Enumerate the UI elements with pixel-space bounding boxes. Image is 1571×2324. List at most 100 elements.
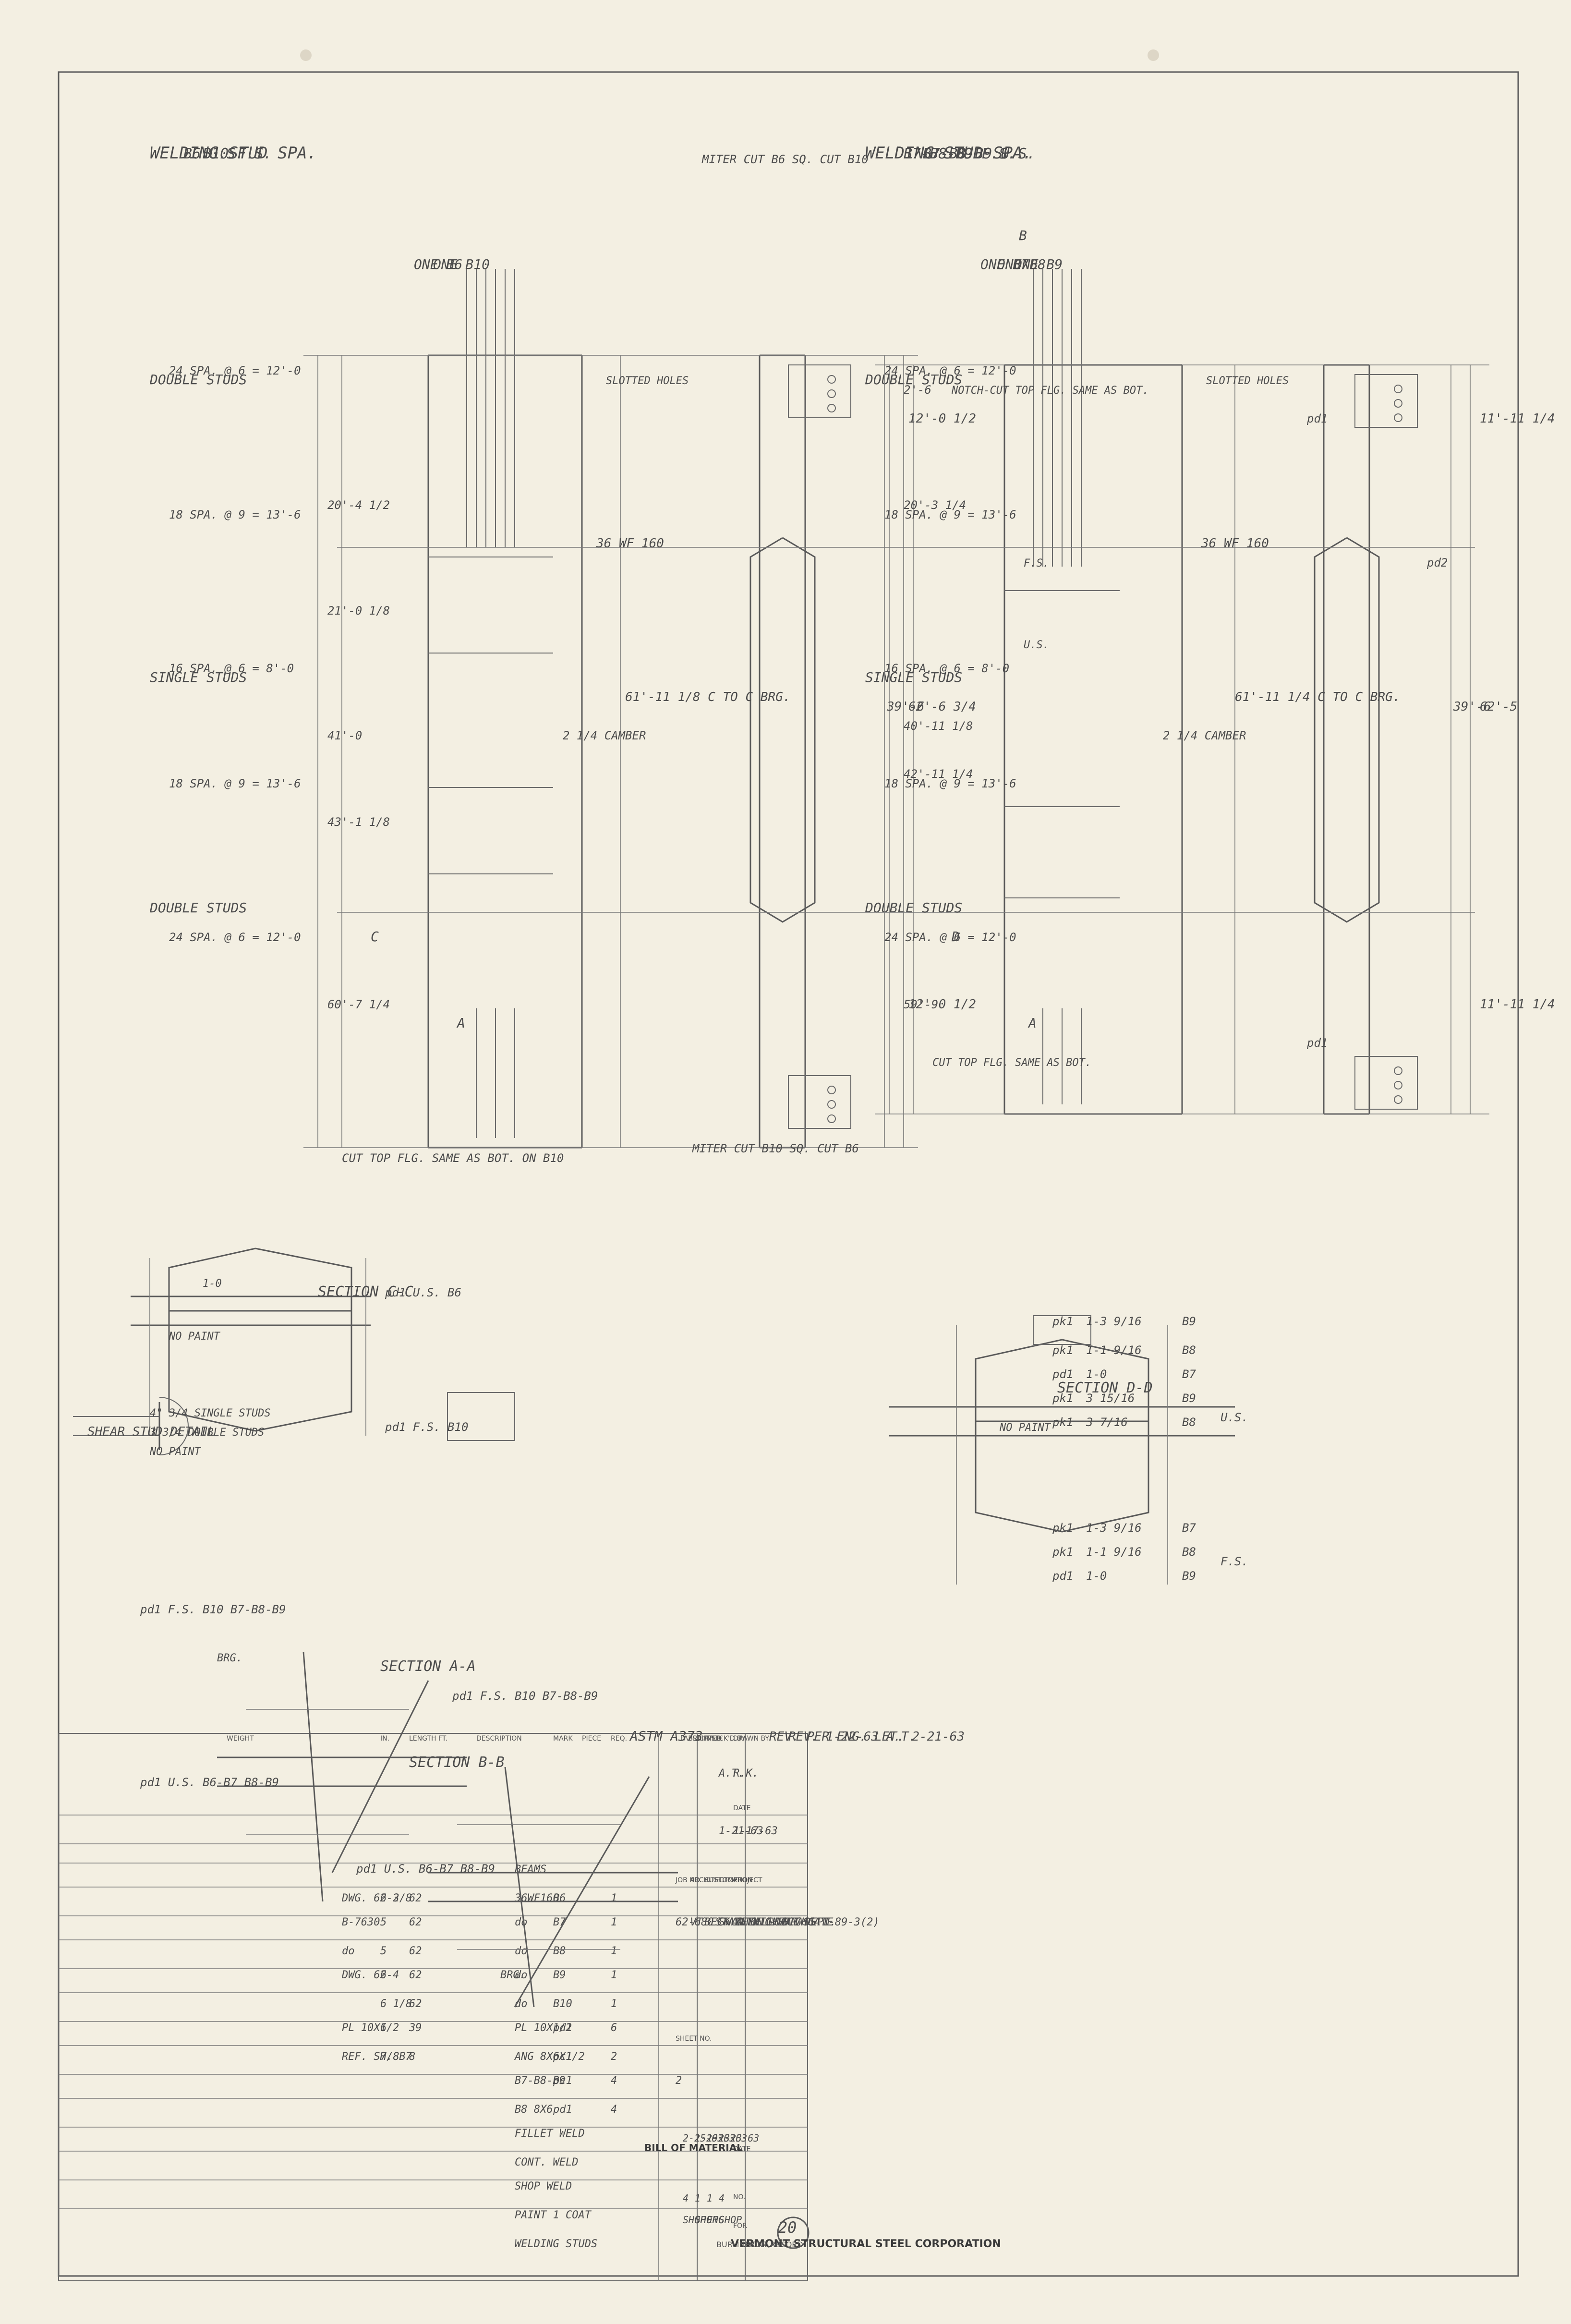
bom-cell-ft: 62 bbox=[409, 1892, 422, 1904]
e1-dim: 2'-6 bbox=[904, 383, 931, 397]
bom-cell-ft: 8 bbox=[409, 2051, 415, 2063]
e2-section: 36 WF 160 bbox=[596, 536, 664, 551]
pr-row-for: SHOP bbox=[719, 2214, 742, 2226]
e1-sec-b: B bbox=[1019, 228, 1027, 243]
insp-label: INSP. bbox=[704, 1735, 721, 1743]
bom-cell-mark: B9 bbox=[553, 1969, 566, 1981]
e1-flange-len: 11'-11 1/4 bbox=[1480, 997, 1555, 1012]
bom-cell-remarks: REF. SH. B7 bbox=[342, 2051, 412, 2063]
scc-pd1-b6: pd1 U.S. B6 bbox=[385, 1286, 461, 1299]
bom-cell-ft: 62 bbox=[409, 1969, 422, 1981]
bom-title: BILL OF MATERIAL bbox=[644, 2142, 743, 2154]
e1-double2: DOUBLE STUDS bbox=[865, 900, 962, 916]
bom-cell-desc: BEAMS bbox=[515, 1864, 546, 1876]
e2-one-b10: ONE B10 bbox=[433, 256, 490, 272]
sdd-row-mark: B7 bbox=[1182, 1521, 1196, 1535]
e2-stud-group: 24 SPA. @ 6 = 12'-0 bbox=[169, 931, 301, 944]
bom-header: IN. bbox=[380, 1735, 389, 1743]
e1-sec-d: D bbox=[951, 929, 960, 944]
scc-dim: 1-0 bbox=[203, 1278, 222, 1290]
bom-cell-req: 1 bbox=[611, 1892, 617, 1904]
project-label: PROJECT bbox=[733, 1876, 762, 1884]
sdd-row-pc: pk1 bbox=[1052, 1521, 1073, 1535]
e1-flange-len: 11'-11 1/4 bbox=[1480, 412, 1555, 426]
project: INT. OVERPASS I-89-3(2) bbox=[733, 1916, 880, 1928]
e1-fs: F.S. bbox=[1024, 557, 1049, 569]
date-label: DATE bbox=[733, 1804, 750, 1812]
bom-header: WEIGHT bbox=[227, 1735, 254, 1743]
e2-flange-len: 12'-0 1/2 bbox=[908, 412, 976, 426]
pr-no-label: NO. bbox=[733, 2193, 745, 2201]
bom-cell-in: 5 bbox=[380, 1916, 387, 1928]
bom-cell-desc: B7-B8-B9 bbox=[515, 2075, 566, 2087]
ckd-by: A.T. bbox=[718, 1767, 744, 1779]
e1-header: WELDING STUD SPA. bbox=[865, 144, 1032, 163]
sdd-row-pc: pk1 bbox=[1052, 1545, 1073, 1559]
e2-dim: 41'-0 bbox=[327, 729, 362, 742]
pr-row-no: 4 bbox=[683, 2192, 689, 2204]
bom-cell-desc: B8 8X6 bbox=[515, 2104, 553, 2116]
ckd-by-label: CK'D BY bbox=[719, 1735, 746, 1743]
sdd-top-rows: B9 1-3 9/16 pk1 B8 1-1 9/16 pk1 B7 1-0 p… bbox=[1052, 1315, 1196, 1429]
sdd-title: SECTION D-D bbox=[1057, 1380, 1153, 1396]
e2-double2: DOUBLE STUDS bbox=[149, 900, 247, 916]
bom-cell-desc: CONT. WELD bbox=[515, 2156, 578, 2168]
pr-row-for: ENG bbox=[707, 2214, 724, 2226]
sheet-no-label: SHEET NO. bbox=[676, 2035, 712, 2043]
bom-cell-remarks: DWG. 62-2 bbox=[341, 1892, 399, 1904]
bom-cell-remarks: B-7630 bbox=[342, 1916, 380, 1928]
e1-stud-group: 18 SPA. @ 9 = 13'-6 bbox=[884, 508, 1016, 521]
sdd-row-mark: B9 bbox=[1182, 1315, 1196, 1328]
e1-note-top: NOTCH-CUT TOP FLG. SAME AS BOT. bbox=[951, 385, 1149, 397]
bom-cell-mark: B10 bbox=[553, 1998, 572, 2010]
bom-cell-in: 6 1/8 bbox=[380, 1998, 412, 2010]
location-label: LOCATION bbox=[719, 1876, 753, 1884]
bom-grid bbox=[59, 1733, 808, 2281]
location: SWANTON - HIGHGATE bbox=[719, 1916, 834, 1928]
sdd-us: U.S. bbox=[1221, 1411, 1248, 1424]
sheet-border bbox=[58, 71, 1519, 2277]
e2-note-bot: MITER CUT B10 SQ. CUT B6 bbox=[692, 1142, 859, 1155]
job-no: 62-680 bbox=[676, 1916, 713, 1928]
e1-flange-len: 39'-6 bbox=[1453, 700, 1491, 714]
bom-cell-desc: SHOP WELD bbox=[515, 2180, 572, 2192]
bom-cell-req: 1 bbox=[611, 1998, 617, 2010]
bom-cell-desc: WELDING STUDS bbox=[515, 2238, 597, 2250]
elevation-b7-b8-b9 bbox=[875, 269, 1489, 1115]
bom-cell-req: 1 bbox=[611, 1916, 617, 1928]
bom-header: DESCRIPTION bbox=[476, 1735, 522, 1743]
bom-cell-req: 1 bbox=[611, 1945, 617, 1957]
e1-span: 61'-11 1/4 C TO C BRG. bbox=[1235, 690, 1400, 704]
section-b-b bbox=[428, 1767, 678, 2008]
print-record-rows: 1-23-63 4 SHOP 1-23-63 1 ENG 1-29-63 1 S… bbox=[683, 2132, 759, 2226]
sdd-row-dim: 1-0 bbox=[1086, 1368, 1107, 1381]
sdd-row-mark: B7 bbox=[1182, 1368, 1196, 1381]
section-d-d bbox=[447, 1315, 1235, 1585]
rev-line-1: REV. 1-22-63 A.T. bbox=[788, 1730, 916, 1744]
e2-sec-c: C bbox=[371, 929, 379, 944]
punch-hole bbox=[1148, 49, 1159, 61]
bom-header: MARK bbox=[553, 1735, 573, 1743]
bom-cell-mark: B6 bbox=[553, 1892, 566, 1904]
sdd-row-dim: 1-0 bbox=[1086, 1569, 1107, 1583]
bom-cell-ft: 62 bbox=[409, 1998, 422, 2010]
bom-cell-in: 6 bbox=[380, 2022, 387, 2034]
e1-dim: 42'-11 1/4 bbox=[904, 767, 973, 781]
sbb-label-top: pd1 F.S. B10 B7-B8-B9 bbox=[452, 1689, 598, 1703]
e2-ends-us: B6 U.S. bbox=[183, 145, 244, 162]
e1-plate-label: pd1 bbox=[1306, 412, 1328, 425]
e2-dim: 20'-4 1/2 bbox=[327, 498, 390, 512]
saa-label-bot: pd1 U.S. B6-B7 B8-B9 bbox=[140, 1776, 279, 1789]
sdd-row-pc: pk1 bbox=[1052, 1344, 1073, 1357]
e2-slot: SLOTTED HOLES bbox=[606, 375, 689, 387]
e1-flange-len: 62'-5 bbox=[1480, 700, 1517, 714]
e1-slot: SLOTTED HOLES bbox=[1206, 375, 1289, 387]
bom-cell-desc: PAINT 1 COAT bbox=[515, 2209, 592, 2221]
bom-cell-mark: pc1 bbox=[553, 2051, 572, 2063]
bom-cell-req: 6 bbox=[611, 2022, 617, 2034]
sbb-brg: BRG. bbox=[500, 1969, 526, 1981]
e1-dim: 59'-9 bbox=[904, 998, 938, 1011]
